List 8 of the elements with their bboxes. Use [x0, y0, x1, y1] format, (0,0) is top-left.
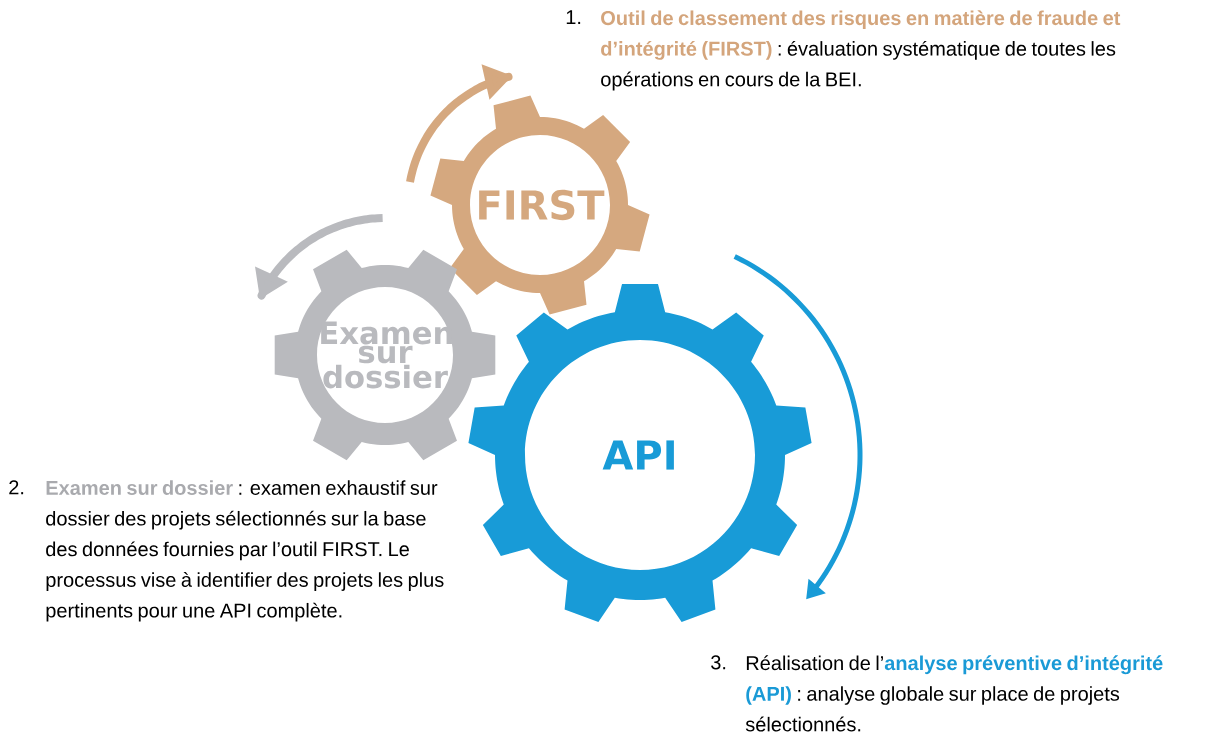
description-text: Réalisation de l’analyse préventive d’intégrité (API) : analyse globale sur place de projets sélectionnés.	[745, 655, 1163, 732]
step-number: 3.	[711, 655, 726, 670]
step-number: 2.	[9, 480, 24, 495]
description-text: Examen sur dossier : examen exhaustif sur dossier des projets sélectionnés sur la base des données fournies par l’outil FIRST. Le processus vise à identifier des projets les plus pertinents pour une API complète.	[46, 480, 444, 622]
gear: API	[468, 283, 812, 622]
step-number: 1.	[566, 10, 581, 25]
description-text: Outil de classement des risques en matière de fraude et d’intégrité (FIRST) : évaluation systématique de toutes les opérations en cours de la BEI.	[601, 10, 1121, 91]
gear: FIRST	[430, 95, 650, 315]
